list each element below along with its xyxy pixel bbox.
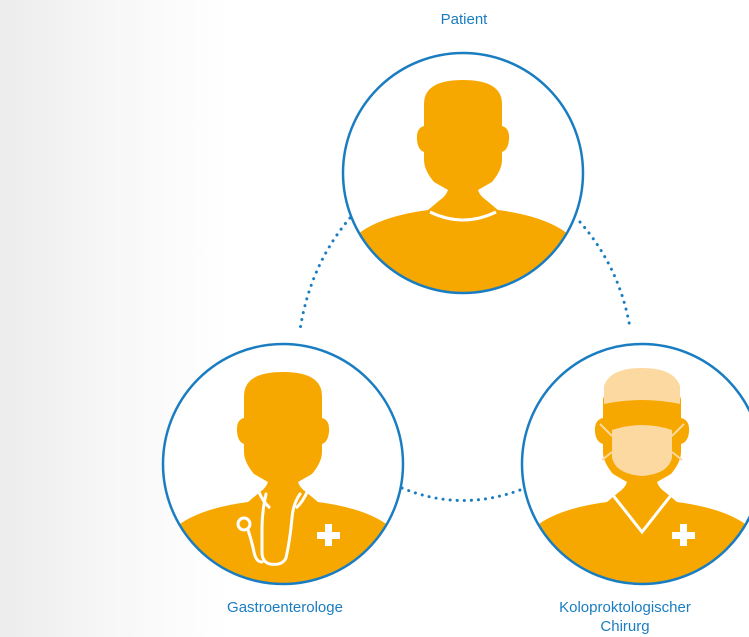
- kolo-label-line-1: Koloproktologischer: [559, 599, 691, 616]
- gastro-avatar-icon: [163, 372, 403, 584]
- medical-cross-icon: [317, 524, 340, 546]
- surgical-cap-icon: [604, 368, 680, 404]
- gastro-node: [161, 342, 405, 586]
- kolo-chirurg-label: Koloproktologischer Chirurg: [520, 598, 730, 636]
- kolo-node: [520, 342, 749, 586]
- patient-label: Patient: [440, 11, 488, 28]
- kolo-label-line-2: Chirurg: [600, 618, 650, 635]
- connector-patient-gastro: [298, 216, 352, 332]
- medical-cross-icon: [672, 524, 695, 546]
- patient-avatar-icon: [343, 80, 583, 293]
- surgeon-avatar-icon: [522, 388, 749, 584]
- gastroenterologe-label: Gastroenterologe: [227, 599, 343, 616]
- connector-patient-kolo: [578, 220, 632, 330]
- stethoscope-icon: [236, 492, 302, 566]
- patient-node: [341, 51, 585, 295]
- scrubs-collar: [610, 493, 674, 535]
- connector-gastro-kolo: [400, 486, 522, 502]
- surgical-mask-icon: [612, 425, 672, 476]
